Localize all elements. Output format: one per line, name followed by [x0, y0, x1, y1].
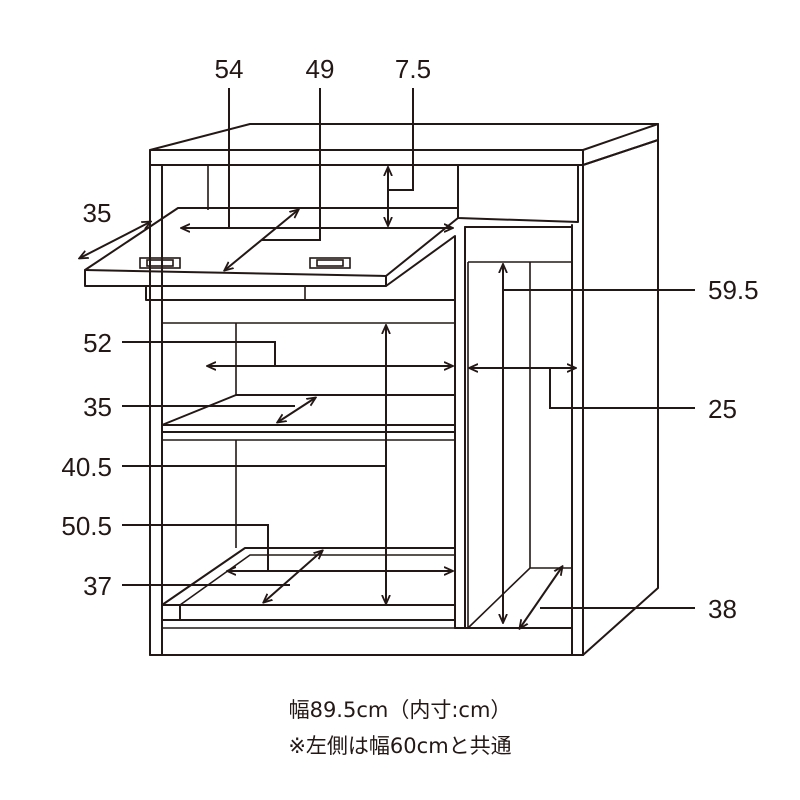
dim-label-38: 38: [708, 594, 737, 624]
dim-label-52: 52: [83, 328, 112, 358]
dim-label-25: 25: [708, 394, 737, 424]
dim-label-54: 54: [215, 54, 244, 84]
dim-label-7-5: 7.5: [395, 54, 431, 84]
caption-note: ※左側は幅60cmと共通: [288, 734, 512, 758]
cabinet-outline: [84, 123, 659, 656]
dim-label-50-5: 50.5: [61, 511, 112, 541]
dim-label-37: 37: [83, 571, 112, 601]
dim-label-35-top: 35: [83, 198, 112, 228]
caption-width: 幅89.5cm（内寸:cm）: [288, 698, 512, 722]
dimension-lines: [80, 88, 695, 628]
dim-label-49: 49: [306, 54, 335, 84]
dim-label-59-5: 59.5: [708, 275, 759, 305]
dim-label-40-5: 40.5: [61, 452, 112, 482]
dim-label-35-mid: 35: [83, 392, 112, 422]
